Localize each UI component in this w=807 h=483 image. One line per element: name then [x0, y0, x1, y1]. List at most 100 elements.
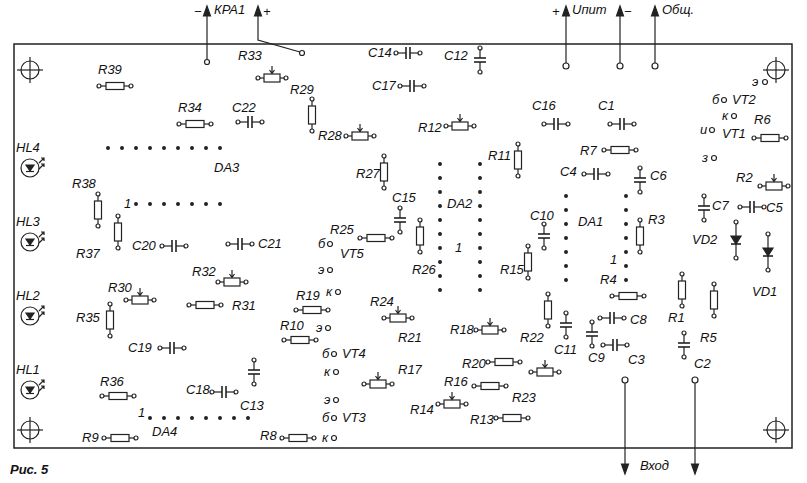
component-label: R30: [108, 280, 132, 295]
component-label: DA3: [214, 160, 239, 175]
component-label: R14: [410, 402, 434, 417]
component-label: э: [752, 74, 758, 89]
component-label: к: [722, 108, 728, 123]
component-label: R36: [100, 374, 124, 389]
component-label: C21: [258, 236, 282, 251]
component-label: C17: [372, 78, 396, 93]
diode-symbol: [731, 220, 773, 272]
component-label: VT4: [342, 346, 366, 361]
component-label: R35: [76, 310, 100, 325]
component-label: C19: [128, 340, 152, 355]
trimmer-symbol: [124, 66, 790, 408]
component-label: R27: [356, 166, 380, 181]
component-label: C20: [132, 238, 156, 253]
component-label: 1: [610, 252, 617, 267]
component-label: R23: [512, 390, 536, 405]
component-label: C5: [766, 200, 783, 215]
component-label: HL2: [16, 288, 40, 303]
component-label: R11: [488, 148, 511, 163]
component-label: R31: [232, 298, 256, 313]
component-label: б: [712, 92, 719, 107]
component-label: C3: [628, 352, 645, 367]
component-label: VT2: [732, 92, 756, 107]
component-label: HL1: [16, 362, 40, 377]
component-label: R38: [72, 176, 96, 191]
component-label: R18: [450, 322, 474, 337]
component-label: −: [624, 4, 632, 19]
component-label: э: [324, 392, 330, 407]
figure-caption: Рис. 5: [10, 462, 48, 477]
component-label: −: [194, 4, 202, 19]
component-label: R17: [398, 362, 422, 377]
component-label: VD1: [752, 284, 777, 299]
component-label: 1: [455, 240, 462, 255]
component-label: R19: [296, 288, 320, 303]
component-label: R13: [470, 412, 494, 427]
component-label: R7: [580, 143, 597, 158]
component-label: C12: [444, 48, 468, 63]
component-label: R20: [462, 356, 486, 371]
component-label: C10: [530, 208, 554, 223]
component-label: к: [326, 284, 332, 299]
mounting-hole: [763, 57, 789, 83]
component-label: 1: [124, 196, 131, 211]
component-label: Uпит: [572, 2, 607, 17]
component-label: R33: [238, 48, 262, 63]
terminal-lead: [204, 6, 699, 474]
component-label: R28: [318, 128, 342, 143]
component-label: R29: [290, 82, 314, 97]
component-label: б: [318, 236, 325, 251]
component-label: R39: [98, 62, 122, 77]
component-label: C7: [712, 198, 729, 213]
mounting-hole: [763, 417, 789, 443]
component-label: R26: [412, 262, 436, 277]
component-label: C1: [598, 98, 615, 113]
component-label: R21: [398, 330, 422, 345]
component-label: DA4: [152, 424, 177, 439]
component-label: +: [263, 4, 271, 19]
component-label: R10: [280, 318, 304, 333]
component-label: C14: [368, 45, 392, 60]
component-label: R32: [192, 264, 216, 279]
component-label: DA1: [578, 214, 603, 229]
component-label: Общ.: [662, 2, 694, 17]
component-label: R15: [500, 262, 524, 277]
component-label: б: [322, 346, 329, 361]
component-label: R25: [330, 222, 354, 237]
component-label: VT1: [722, 126, 746, 141]
component-label: VT5: [340, 246, 364, 261]
component-label: HL3: [16, 214, 40, 229]
mounting-hole: [17, 57, 43, 83]
component-label: к: [324, 364, 330, 379]
component-label: R5: [700, 330, 717, 345]
component-label: R22: [520, 330, 544, 345]
component-label: C13: [240, 398, 264, 413]
component-label: R34: [178, 100, 202, 115]
component-label: R6: [754, 112, 771, 127]
component-label: R12: [418, 120, 442, 135]
component-label: C6: [650, 168, 667, 183]
board-outline: [14, 44, 792, 448]
component-label: R3: [648, 212, 665, 227]
component-label: C18: [186, 382, 210, 397]
component-label: C16: [532, 98, 556, 113]
component-label: HL4: [16, 140, 40, 155]
component-label: R16: [444, 374, 468, 389]
component-label: R24: [370, 294, 394, 309]
component-label: R2: [736, 170, 753, 185]
ic-pin-row: [108, 148, 626, 418]
component-label: C4: [560, 164, 577, 179]
component-label: э: [318, 262, 324, 277]
component-label: к: [322, 430, 328, 445]
transistor-pad: [326, 80, 768, 441]
component-label: C15: [392, 190, 416, 205]
component-label: VT3: [342, 410, 366, 425]
component-label: з: [702, 150, 708, 165]
component-label: R37: [76, 246, 100, 261]
component-label: 1: [138, 405, 145, 420]
capacitor-symbol: [158, 46, 766, 398]
component-label: +: [552, 4, 560, 19]
resistor-symbol: [95, 83, 789, 442]
component-label: Вход: [640, 458, 669, 473]
component-label: КРА1: [214, 2, 245, 17]
